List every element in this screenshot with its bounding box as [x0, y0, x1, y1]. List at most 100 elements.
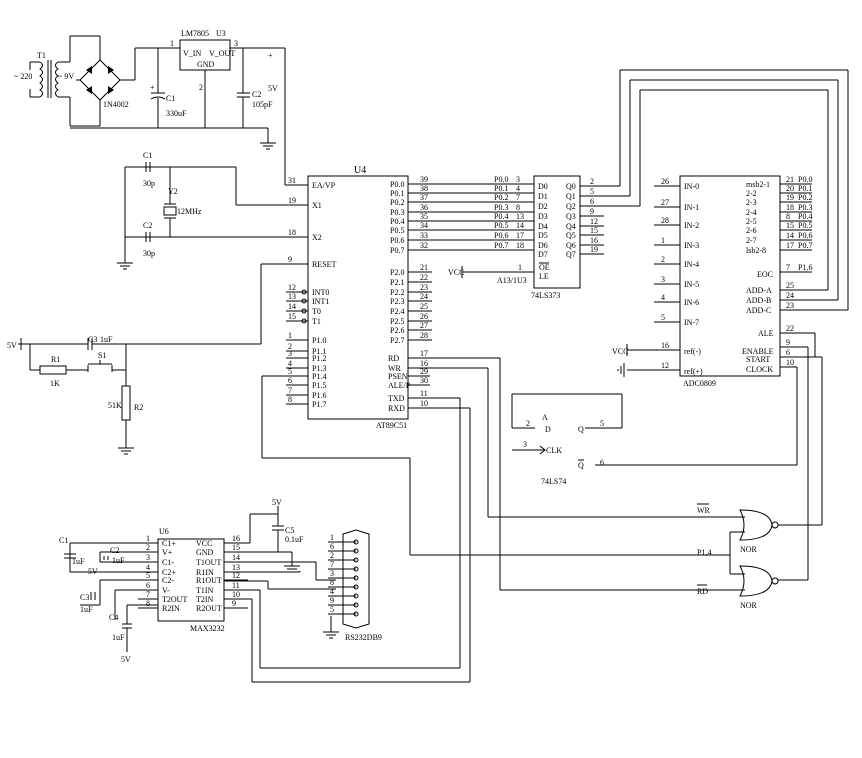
nor1-label: NOR: [740, 545, 758, 554]
ground-icon: [260, 142, 276, 150]
db9-pin-number: 6: [330, 542, 334, 551]
adc-pin-name: 2-7: [746, 236, 757, 245]
ff-clk: CLK: [546, 446, 562, 455]
adc-addr-num: 24: [786, 291, 794, 300]
transformer-label: T1: [37, 51, 46, 60]
adc-eoc-num: 7: [786, 263, 790, 272]
ac-in-label: ~ 220: [14, 72, 32, 81]
bus-net-label: P0.3: [494, 203, 508, 212]
mcu-pin-number: 5: [288, 367, 292, 376]
latch-oe-num: 1: [518, 263, 522, 272]
mcu-pin-name: P1.2: [312, 354, 326, 363]
nor-gate-2-icon: [739, 565, 779, 597]
latch-q-pin: Q3: [566, 212, 576, 221]
db9-pin-number: 5: [330, 605, 334, 614]
latch-d-pin: D0: [538, 182, 548, 191]
reset-c3-name: C3: [88, 335, 97, 344]
adc-pin-number: 3: [661, 275, 665, 284]
mcu-pin-number: 12: [288, 283, 296, 292]
mcu-pin-number: 29: [420, 367, 428, 376]
max-pin-number: 2: [146, 543, 150, 552]
ff-q-num: 5: [600, 419, 604, 428]
adc-pin-number: 1: [661, 236, 665, 245]
max-c5-value: 0.1uF: [285, 535, 304, 544]
adc-pin-name: 2-5: [746, 217, 757, 226]
max-c1-name: C1: [59, 536, 68, 545]
latch-net: A13/1U3: [497, 276, 527, 285]
mcu-pin-number: 2: [288, 342, 292, 351]
mcu-pin-number: 23: [420, 283, 428, 292]
max-pin-name: V+: [162, 548, 173, 557]
max-pin-number: 11: [232, 581, 240, 590]
ac-out-label: ~ 9V: [58, 72, 74, 81]
max-pin-number: 8: [146, 599, 150, 608]
mcu-pin-name: RD: [388, 354, 399, 363]
mcu-box: [307, 175, 409, 420]
adc-pin-number: 26: [661, 177, 669, 186]
adc-net-label: P0.6: [798, 231, 812, 240]
latch-q-pin: Q4: [566, 222, 576, 231]
bus-net-label: P0.2: [494, 193, 508, 202]
latch-q-number: 16: [590, 236, 598, 245]
db9-pin-icon: [353, 548, 359, 554]
adc-pin-number: 2: [661, 255, 665, 264]
ff-clk-num: 3: [523, 440, 527, 449]
crystal-freq: 12MHz: [177, 207, 202, 216]
mcu-pin-name: P1.0: [312, 336, 326, 345]
latch-le: LE: [539, 272, 549, 281]
max-c3-name: C3: [80, 593, 89, 602]
latch-q-number: 19: [590, 245, 598, 254]
transformer-icon: [29, 60, 70, 98]
max-pin-name: T2IN: [196, 595, 214, 604]
max-pin-name: R2OUT: [196, 604, 222, 613]
bus-pin-number: 18: [516, 241, 524, 250]
db9-pin-icon: [353, 593, 359, 599]
bus-net-label: P0.5: [494, 221, 508, 230]
latch-q-number: 9: [590, 207, 594, 216]
capacitor-c2-icon: [237, 48, 250, 128]
ff-qb: Q: [578, 461, 584, 470]
adc-net-label: P0.7: [798, 241, 812, 250]
adc-addr-num: 25: [786, 281, 794, 290]
r1-name: R1: [51, 355, 60, 364]
mcu-pin-number: 15: [288, 312, 296, 321]
db9-pin-number: 2: [330, 551, 334, 560]
capacitor-c5-icon: [272, 525, 284, 531]
mcu-pin-name: T1: [312, 317, 321, 326]
mcu-left-pins: 31EA/VP19X118X29RESET12INT013INT114T015T…: [286, 176, 337, 409]
max-pin-number: 16: [232, 534, 240, 543]
db9-pin-icon: [353, 575, 359, 581]
r2-name: R2: [134, 403, 143, 412]
mcu-pin-name: P0.3: [390, 208, 404, 217]
adc-pin-name: IN-0: [684, 182, 699, 191]
adc-vcc: VCC: [612, 347, 628, 356]
bus-pin-number: 14: [516, 221, 524, 230]
mcu-pin-name: EA/VP: [312, 181, 336, 190]
ground-icon: [617, 363, 625, 377]
switch-s1-icon: [87, 360, 113, 372]
db9-pin-icon: [353, 566, 359, 572]
mcu-pin-number: 33: [420, 231, 428, 240]
max-pin-number: 12: [232, 571, 240, 580]
adc-net-label: P0.2: [798, 193, 812, 202]
mcu-pin-name: P0.1: [390, 189, 404, 198]
bus-net-label: P0.4: [494, 212, 508, 221]
c1-name: C1: [166, 94, 175, 103]
ff-name: 74LS74: [541, 477, 566, 486]
bus-net-label: P0.6: [494, 231, 508, 240]
latch-d-pin: D1: [538, 192, 548, 201]
bus-net-label: P0.7: [494, 241, 508, 250]
nor-gates: NOR NOR WR P1.4 RD: [261, 357, 779, 610]
max-pin-name: C1+: [162, 539, 176, 548]
db9-pin-icon: [353, 602, 359, 608]
latch-q-number: 2: [590, 177, 594, 186]
max-5v-label: 5V: [88, 567, 98, 576]
mcu-pin-number: 3: [288, 349, 292, 358]
mcu-pin-name: RESET: [312, 260, 337, 269]
osc-c2-name: C2: [143, 221, 152, 230]
db9-pin-number: 9: [330, 596, 334, 605]
max-pin-name: GND: [196, 548, 214, 557]
ff-a: A: [542, 413, 548, 422]
